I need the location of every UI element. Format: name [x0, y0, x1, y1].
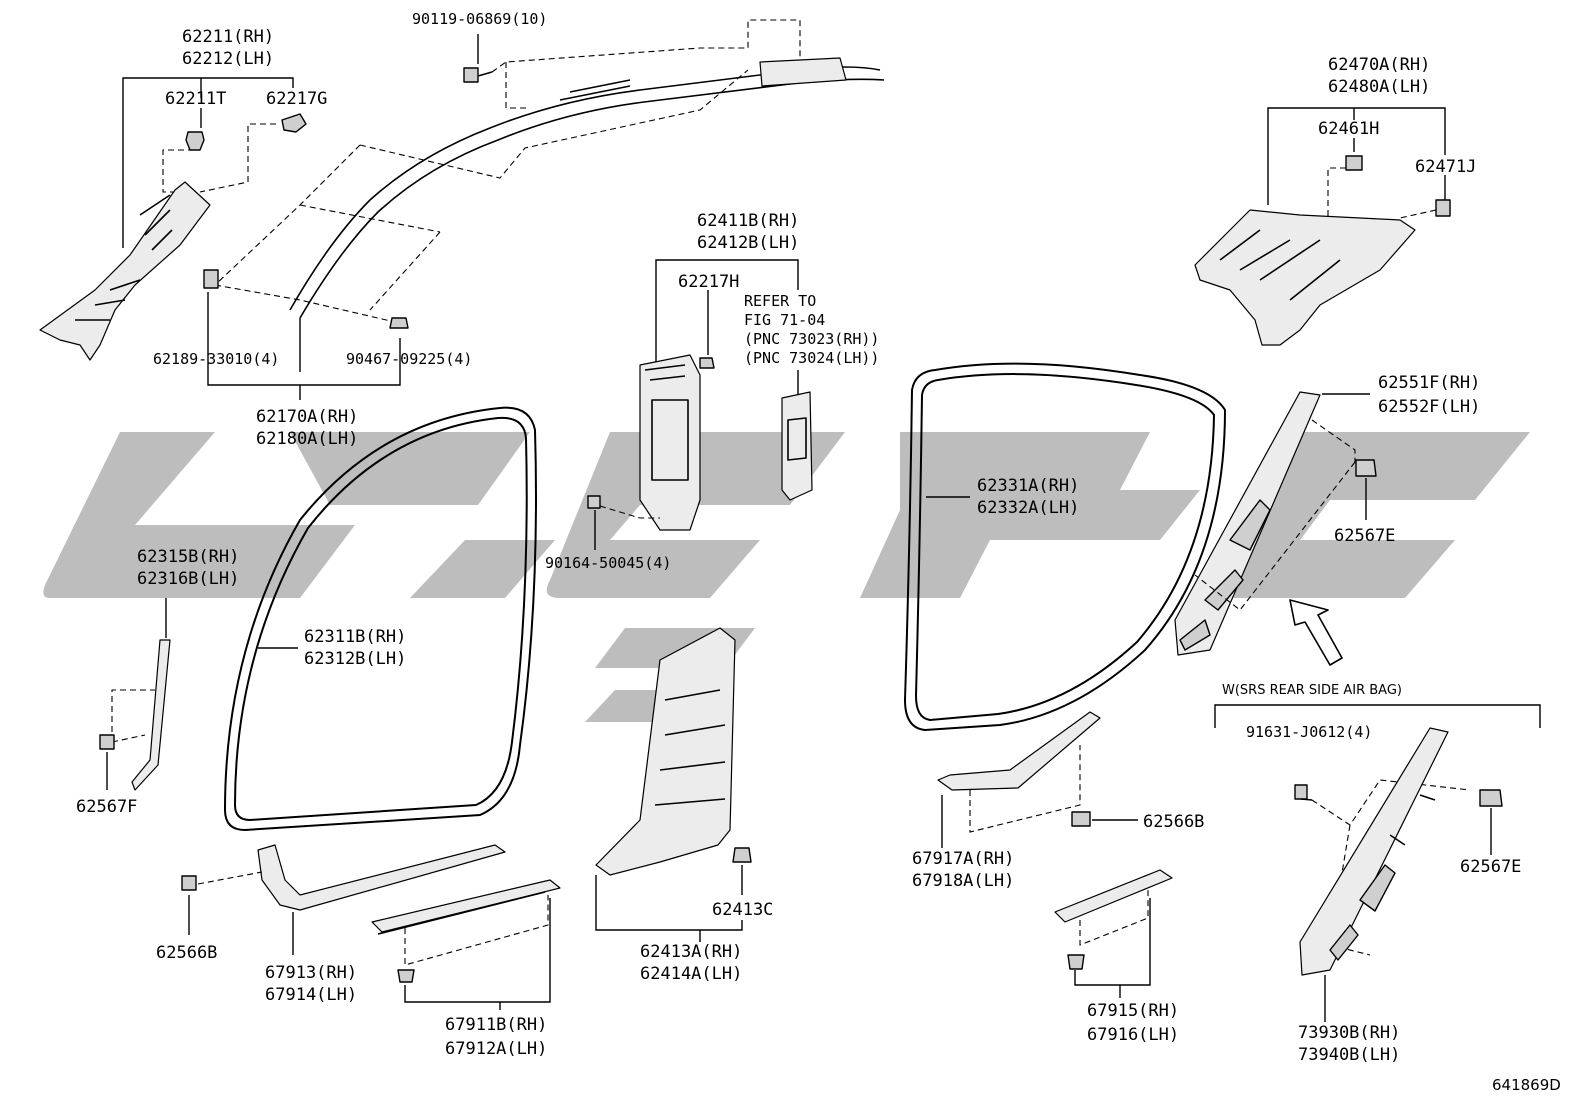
rear-step-cover-icon — [1054, 869, 1173, 923]
refer-note-line3: (PNC 73023(RH)) — [744, 330, 879, 348]
callout-62217g: 62217G — [266, 89, 327, 109]
srs-variant-group — [1214, 704, 1541, 1022]
rear-door-opening-seal-icon — [904, 362, 1226, 731]
callout-62311b: 62311B(RH) — [304, 627, 406, 647]
front-step-cover-icon — [371, 879, 561, 933]
front-scuff-plate-group — [181, 844, 561, 1010]
callout-62211: 62211(RH) — [182, 27, 274, 47]
callout-62411b: 62411B(RH) — [697, 211, 799, 231]
clip-62217h-icon — [699, 357, 715, 369]
cowl-side-strip-group — [99, 598, 171, 791]
callout-62567e: 62567E — [1334, 526, 1395, 546]
a-pillar-garnish-icon — [39, 181, 211, 361]
screw-90164-icon — [587, 495, 601, 509]
screw-91631-icon — [1294, 784, 1308, 800]
callout-67911b: 67911B(RH) — [445, 1015, 547, 1035]
front-door-scuff-plate-icon — [257, 844, 506, 911]
rear-door-scuff-plate-icon — [937, 711, 1101, 791]
clip-62413c-icon — [732, 847, 752, 863]
clip-62471j-icon — [1435, 199, 1451, 217]
callout-62552f: 62552F(LH) — [1378, 397, 1480, 417]
bolt-90467-icon — [389, 317, 409, 329]
center-pillar-upper-garnish-icon — [639, 354, 701, 531]
refer-note-line1: REFER TO — [744, 292, 816, 310]
seatbelt-adjuster-icon — [781, 391, 813, 501]
clip-67911b-icon — [397, 969, 415, 983]
clip-62461h-icon — [1345, 155, 1363, 171]
bolt-90119-icon — [463, 67, 479, 83]
callout-62217h: 62217H — [678, 272, 739, 292]
callout-67915: 67915(RH) — [1087, 1001, 1179, 1021]
callout-62315b: 62315B(RH) — [137, 547, 239, 567]
rear-quarter-trim-group — [1194, 107, 1451, 346]
callout-67913: 67913(RH) — [265, 963, 357, 983]
callout-73940b: 73940B(LH) — [1298, 1045, 1400, 1065]
clip-62566b-rear-icon — [1071, 811, 1091, 827]
callout-62412b: 62412B(LH) — [697, 233, 799, 253]
callout-62470a: 62470A(RH) — [1328, 55, 1430, 75]
clip-62217g-icon — [281, 113, 307, 133]
rear-quarter-trim-icon — [1194, 209, 1416, 346]
callout-62414a: 62414A(LH) — [640, 964, 742, 984]
callout-90467: 90467-09225(4) — [346, 350, 472, 368]
clip-62211t-icon — [185, 131, 205, 151]
clip-67915-icon — [1067, 954, 1085, 970]
callout-90164: 90164-50045(4) — [545, 554, 671, 572]
callout-91631: 91631-J0612(4) — [1246, 723, 1372, 741]
clip-62567e-icon — [1355, 459, 1377, 477]
callout-62189: 62189-33010(4) — [153, 350, 279, 368]
callout-62566b: 62566B — [156, 943, 217, 963]
callout-62461h: 62461H — [1318, 119, 1379, 139]
callout-62551f: 62551F(RH) — [1378, 373, 1480, 393]
center-pillar-lower-garnish-icon — [595, 627, 736, 876]
rear-scuff-plate-group — [937, 711, 1173, 998]
callout-62567f: 62567F — [76, 797, 137, 817]
roof-side-airbag-group — [203, 19, 885, 400]
cowl-side-strip-icon — [131, 639, 171, 791]
callout-62212: 62212(LH) — [182, 49, 274, 69]
airbag-inflator-icon — [759, 57, 847, 87]
callout-67912a: 67912A(LH) — [445, 1039, 547, 1059]
view-direction-arrow-icon — [1289, 599, 1343, 666]
rear-pillar-garnish-group — [1174, 391, 1377, 666]
callout-62413c: 62413C — [712, 900, 773, 920]
front-door-opening-seal-icon — [224, 406, 537, 831]
srs-variant-note: W(SRS REAR SIDE AIR BAG) — [1222, 683, 1402, 698]
callout-67916: 67916(LH) — [1087, 1025, 1179, 1045]
callout-73930b: 73930B(RH) — [1298, 1023, 1400, 1043]
callout-62331a: 62331A(RH) — [977, 476, 1079, 496]
callout-67914: 67914(LH) — [265, 985, 357, 1005]
callout-67917a: 67917A(RH) — [912, 849, 1014, 869]
clip-62566b-icon — [181, 875, 197, 891]
front-door-weatherstrip-group — [224, 406, 537, 831]
callout-90119: 90119-06869(10) — [412, 10, 547, 28]
callout-62316b: 62316B(LH) — [137, 569, 239, 589]
callout-62332a: 62332A(LH) — [977, 498, 1079, 518]
center-pillar-lower-group — [595, 627, 752, 942]
a-pillar-garnish-group — [39, 77, 307, 361]
callout-62480a: 62480A(LH) — [1328, 77, 1430, 97]
center-pillar-upper-group — [587, 259, 813, 550]
callout-62413a: 62413A(RH) — [640, 942, 742, 962]
callout-67918a: 67918A(LH) — [912, 871, 1014, 891]
callout-62566b-rear: 62566B — [1143, 812, 1204, 832]
figure-id: 641869D — [1492, 1076, 1561, 1094]
callout-62170a: 62170A(RH) — [256, 407, 358, 427]
refer-note-line2: FIG 71-04 — [744, 311, 825, 329]
callout-62471j: 62471J — [1415, 157, 1476, 177]
clip-62567f-icon — [99, 734, 115, 750]
callout-labels: 62211(RH) 62212(LH) 62211T 62217G 90119-… — [76, 10, 1561, 1094]
clip-62567e-srs-icon — [1479, 789, 1503, 807]
callout-62312b: 62312B(LH) — [304, 649, 406, 669]
nut-62189-icon — [203, 269, 219, 289]
refer-note-line4: (PNC 73024(LH)) — [744, 349, 879, 367]
callout-62567e-srs: 62567E — [1460, 857, 1521, 877]
srs-roof-side-garnish-icon — [1299, 727, 1449, 976]
callout-62211t: 62211T — [165, 89, 226, 109]
rear-door-weatherstrip-group — [904, 362, 1226, 731]
callout-62180a: 62180A(LH) — [256, 429, 358, 449]
